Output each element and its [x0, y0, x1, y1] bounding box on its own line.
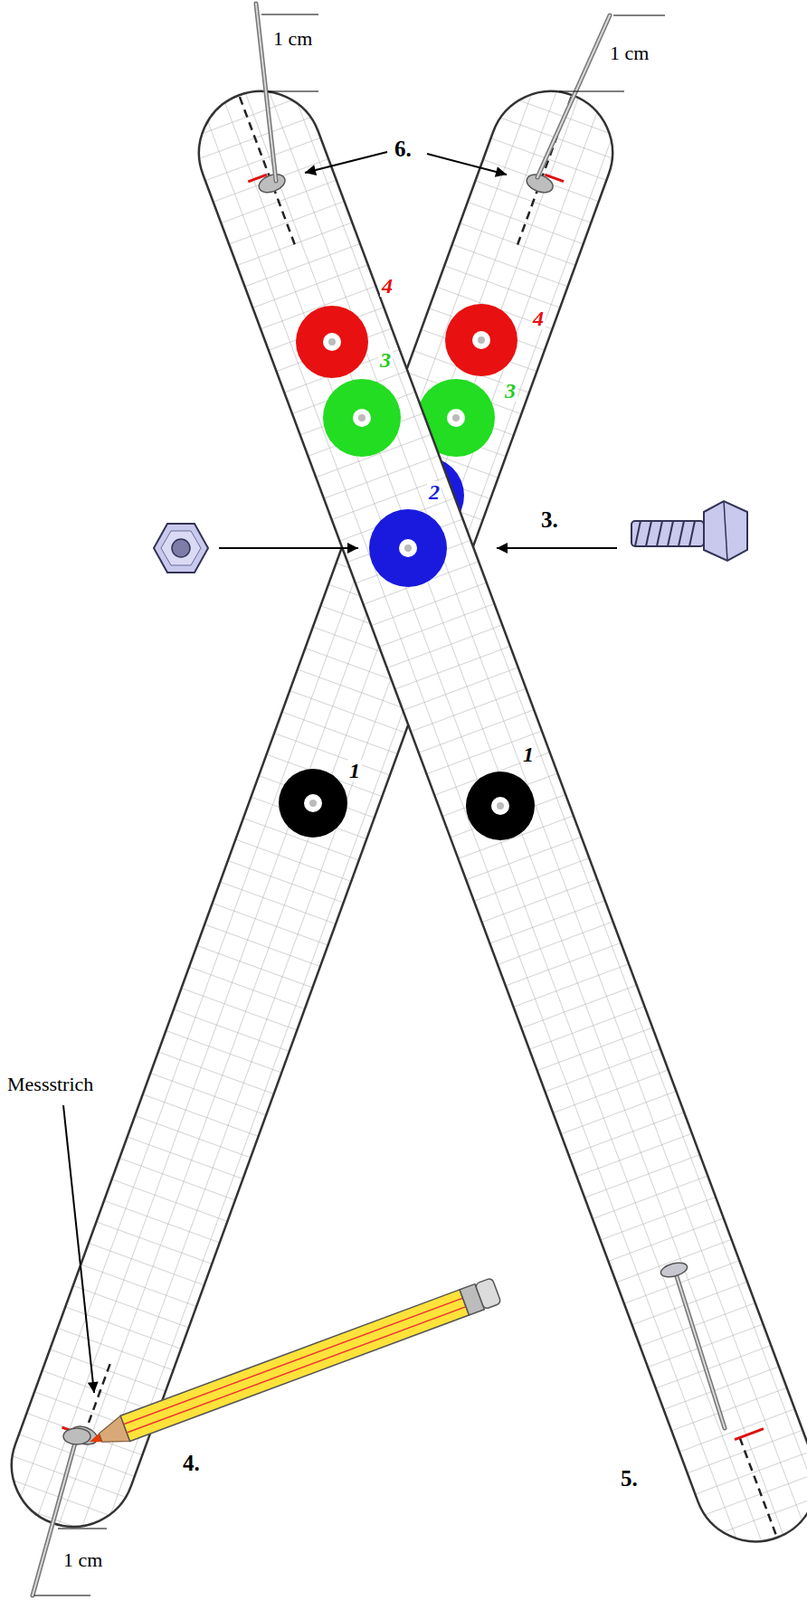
dimension-ticks — [34, 14, 665, 1596]
strip-a — [181, 74, 807, 1560]
pins — [32, 3, 725, 1596]
step-number: 3. — [539, 508, 561, 532]
washer-number: 3 — [503, 379, 518, 402]
dimension-label: 1 cm — [61, 1550, 105, 1571]
step-number: 4. — [180, 1452, 202, 1475]
leader-arrows — [63, 151, 618, 1394]
washers-a — [295, 305, 535, 841]
nut — [153, 523, 209, 573]
pencil — [85, 1278, 502, 1455]
washer-number: 4 — [531, 307, 546, 330]
washer-number: 1 — [521, 743, 536, 766]
bolt — [631, 501, 748, 561]
washer-number: 1 — [347, 759, 362, 782]
mark-label: Messstrich — [5, 1074, 95, 1095]
step-number: 6. — [392, 137, 414, 161]
dimension-label: 1 cm — [607, 43, 651, 64]
washer-number: 2 — [427, 481, 442, 504]
washer-number: 4 — [379, 275, 395, 297]
washer-number: 3 — [378, 349, 393, 371]
dimension-label: 1 cm — [271, 28, 314, 49]
step-number: 5. — [618, 1467, 640, 1491]
